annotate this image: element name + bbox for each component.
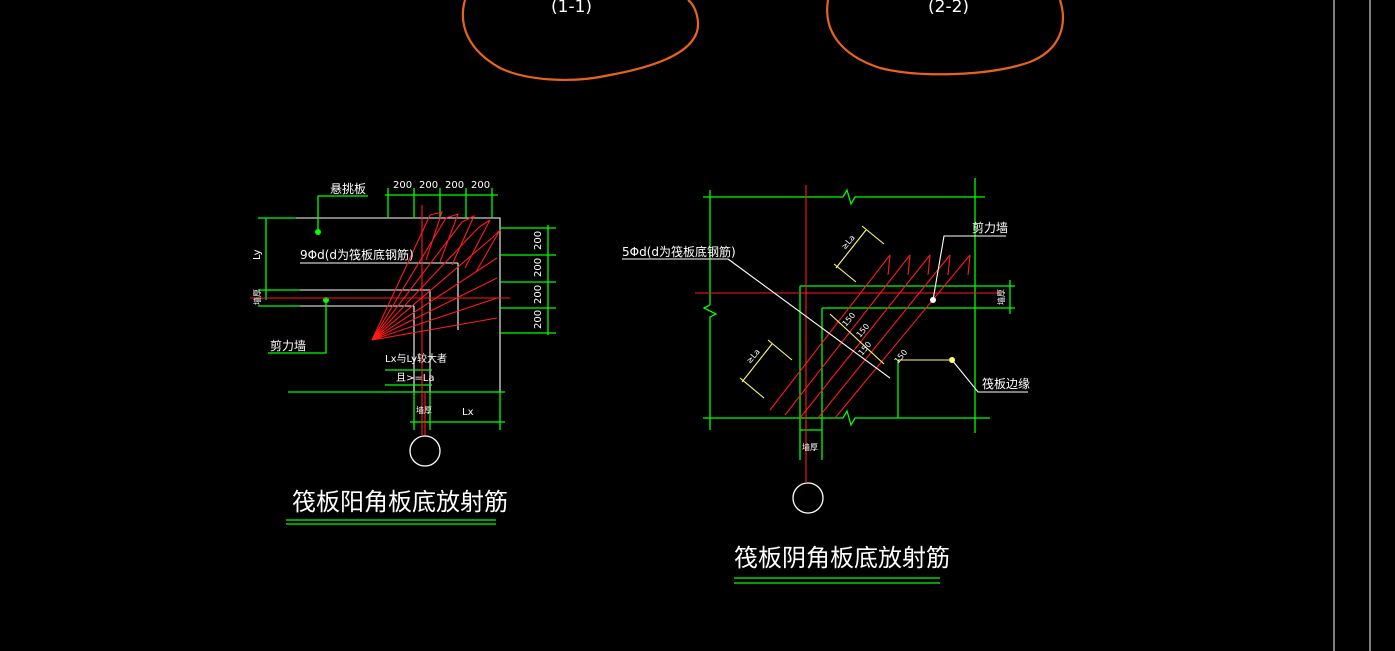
- break-line: [842, 188, 985, 206]
- label-shear-wall: 剪力墙: [972, 220, 1008, 235]
- label-shear-wall: 剪力墙: [270, 338, 306, 353]
- right-detail[interactable]: 5Φd(d为筏板底钢筋) 剪力墙 筏板边缘 墙厚 墙厚 ≥La ≥La 150 …: [622, 178, 1030, 584]
- left-detail-title: 筏板阳角板底放射筋: [292, 488, 508, 516]
- break-line: [842, 409, 990, 427]
- radial-rebars: [371, 211, 501, 341]
- dim-top-2: 200: [419, 180, 438, 191]
- leader-rebar-note-diag: [727, 258, 891, 379]
- right-detail-title: 筏板阴角板底放射筋: [734, 544, 950, 572]
- spacing-3: 150: [857, 340, 874, 357]
- leader-dot: [315, 229, 321, 235]
- label-lxly: Lx与Ly较大者: [385, 352, 447, 365]
- label-wall-thk: 墙厚: [802, 442, 818, 452]
- axis-bubble[interactable]: [409, 435, 441, 467]
- label-la: 且>=La: [396, 372, 434, 384]
- dim-top-3: 200: [445, 180, 464, 191]
- leader-dot: [930, 297, 936, 303]
- label-la-bottom: ≥La: [745, 347, 762, 365]
- label-rebar-note: 5Φd(d为筏板底钢筋): [622, 244, 736, 259]
- label-ly: Ly: [252, 249, 263, 260]
- section-label-right: (2-2): [928, 0, 969, 17]
- leader-raft-edge: [951, 359, 1028, 393]
- left-detail[interactable]: 悬挑板 200 200 200 200 200 200 200 200 Ly 墙…: [250, 180, 556, 525]
- leader-shear-wall: [268, 300, 327, 354]
- dim-top-4: 200: [471, 180, 490, 191]
- axis-bubble[interactable]: [792, 482, 824, 514]
- dim-top-1: 200: [393, 180, 412, 191]
- label-lx: Lx: [462, 407, 474, 418]
- dim-right-3: 200: [533, 285, 544, 304]
- spacing-dims: [739, 225, 952, 399]
- label-wall-thk-v: 墙厚: [996, 289, 1006, 305]
- label-wall-thk-v: 墙厚: [252, 289, 262, 305]
- leader-shear-wall: [932, 235, 1006, 301]
- section-label-left: (1-1): [551, 0, 592, 17]
- label-wall-thk: 墙厚: [416, 405, 432, 415]
- spacing-2: 150: [855, 322, 872, 339]
- dim-right-4: 200: [533, 310, 544, 329]
- revision-cloud-left[interactable]: [461, 0, 700, 82]
- diagonal-rebars: [769, 254, 971, 419]
- label-raft-edge: 筏板边缘: [982, 377, 1030, 391]
- label-rebar-note: 9Φd(d为筏板底钢筋): [300, 247, 414, 262]
- label-la-top: ≥La: [840, 233, 857, 251]
- dim-right-1: 200: [533, 231, 544, 250]
- leader-cantilever: [317, 195, 368, 232]
- revision-cloud-right[interactable]: [826, 0, 1064, 76]
- spacing-4: 150: [893, 348, 910, 365]
- break-line: [702, 304, 718, 430]
- label-cantilever: 悬挑板: [330, 182, 366, 196]
- dim-right-2: 200: [533, 258, 544, 277]
